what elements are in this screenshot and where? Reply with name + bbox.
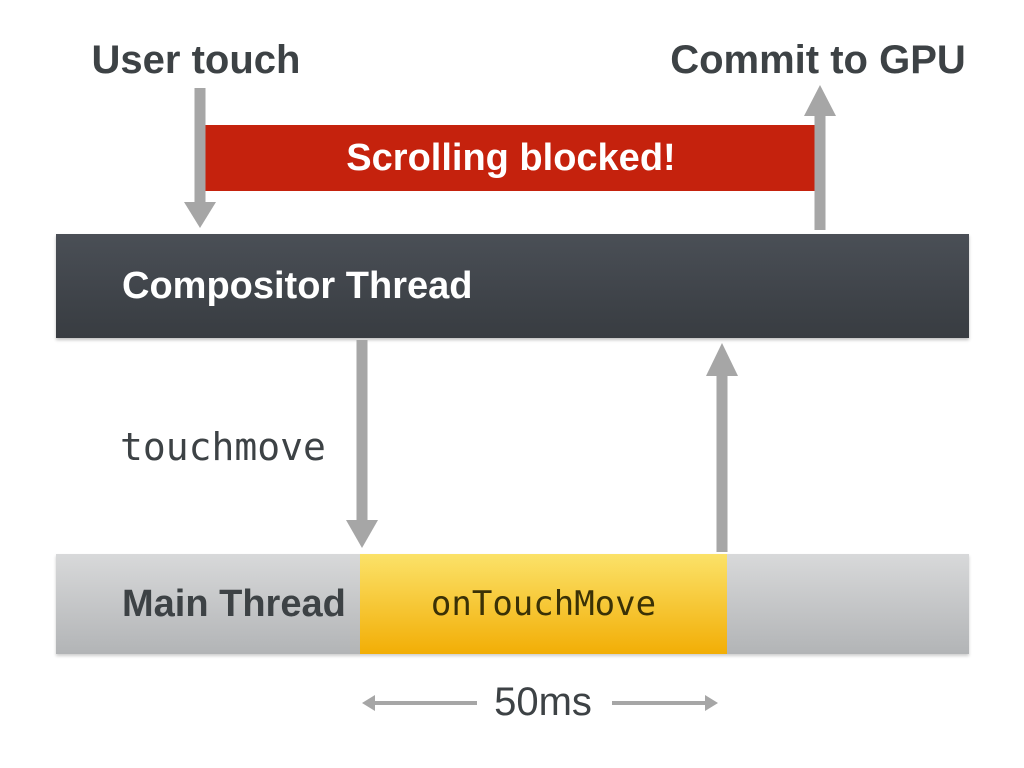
ontouchmove-segment: onTouchMove: [360, 554, 727, 654]
duration-left-arrow-icon: [362, 695, 477, 711]
duration-right-arrow-icon: [612, 695, 718, 711]
user-touch-label: User touch: [91, 38, 301, 82]
duration-label: 50ms: [494, 680, 592, 724]
scrolling-blocked-label: Scrolling blocked!: [346, 136, 676, 179]
main-thread-bar: onTouchMove Main Thread: [56, 554, 969, 654]
ontouchmove-label: onTouchMove: [430, 584, 657, 624]
touchmove-dispatch-arrow-icon: [346, 340, 378, 548]
main-to-compositor-return-arrow-icon: [706, 343, 738, 552]
commit-to-gpu-label: Commit to GPU: [670, 38, 966, 82]
compositor-thread-bar: Compositor Thread: [56, 234, 969, 338]
main-thread-label: Main Thread: [122, 582, 346, 625]
compositor-thread-label: Compositor Thread: [122, 264, 473, 307]
scrolling-blocked-banner: Scrolling blocked!: [205, 125, 817, 191]
touchmove-event-label: touchmove: [120, 425, 326, 469]
